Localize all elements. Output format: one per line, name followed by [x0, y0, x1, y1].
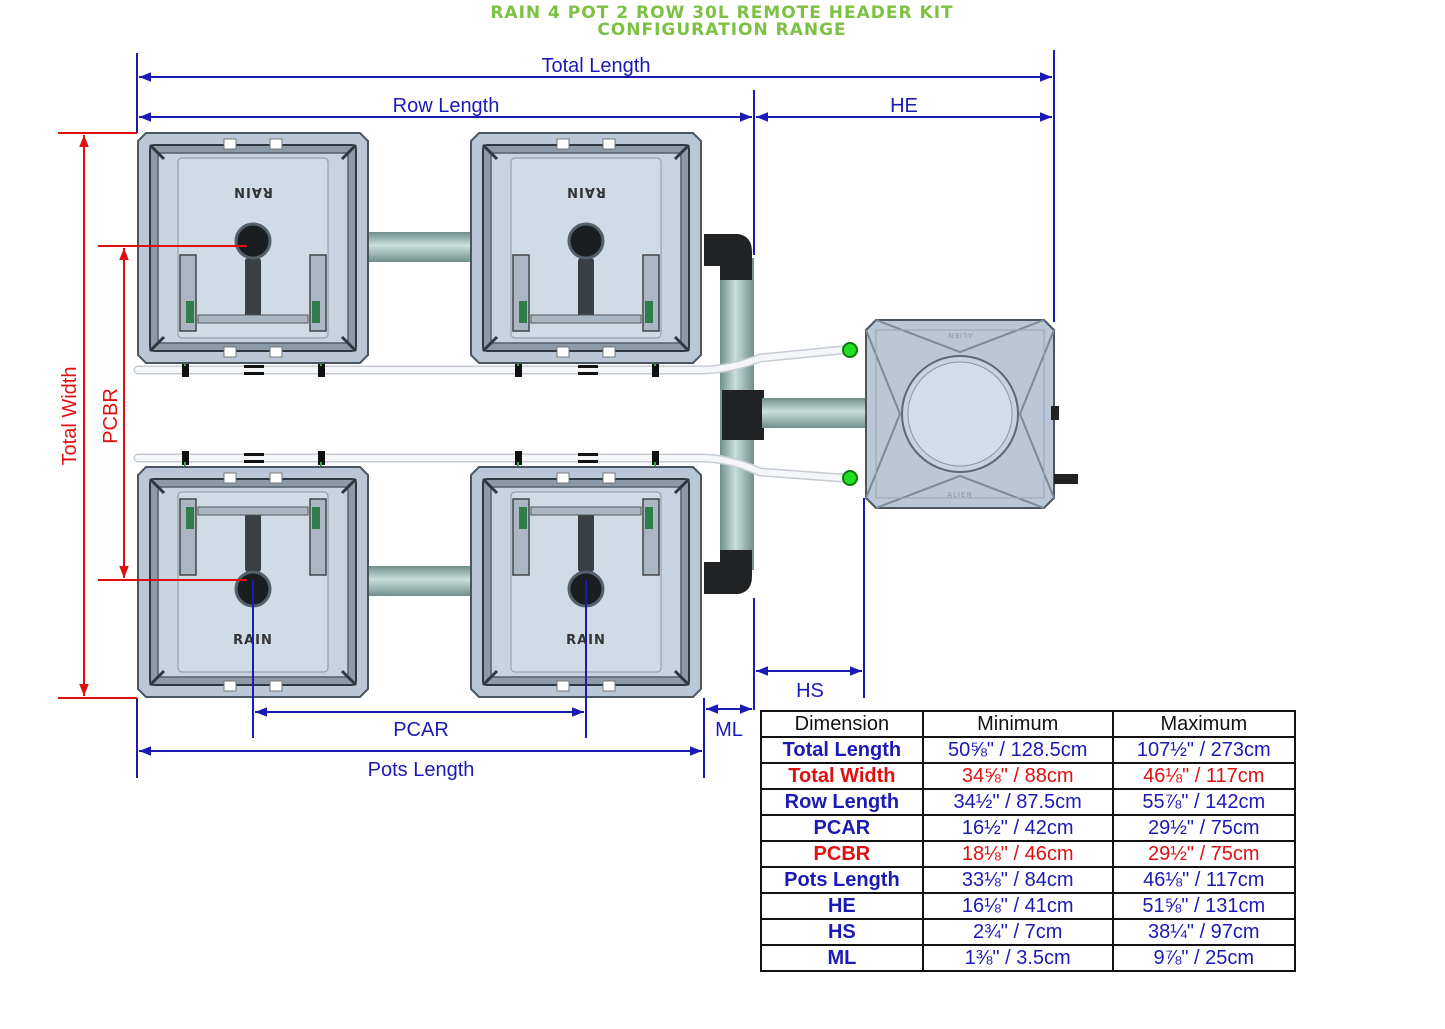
header-feed-pipe	[762, 398, 870, 428]
row-maximum: 55⅞" / 142cm	[1111, 788, 1297, 816]
tank-brand-alien: ALIEN	[947, 491, 972, 499]
valve-icon	[842, 470, 858, 486]
row-maximum: 29½" / 75cm	[1111, 840, 1297, 868]
row-minimum: 18⅛" / 46cm	[921, 840, 1114, 868]
header-tank	[842, 319, 1078, 509]
pot-brand-rain: RAIN	[233, 184, 273, 199]
table-row: HS 2¾" / 7cm 38¼" / 97cm	[760, 918, 1297, 946]
table-row: Total Length 50⅝" / 128.5cm 107½" / 273c…	[760, 736, 1297, 764]
row-dimension: HE	[760, 892, 924, 920]
label-pots-length: Pots Length	[368, 759, 475, 781]
row-minimum: 1⅜" / 3.5cm	[921, 944, 1114, 972]
label-row-length: Row Length	[393, 95, 500, 117]
elbow-bottom	[704, 550, 752, 594]
table-row: PCBR 18⅛" / 46cm 29½" / 75cm	[760, 840, 1297, 868]
row-maximum: 46⅛" / 117cm	[1111, 866, 1297, 894]
pot-brand-rain: RAIN	[566, 184, 606, 199]
row-maximum: 46⅛" / 117cm	[1111, 762, 1297, 790]
row-dimension: Row Length	[760, 788, 924, 816]
header-dimension: Dimension	[760, 710, 924, 738]
row-dimension: PCAR	[760, 814, 924, 842]
row-minimum: 2¾" / 7cm	[921, 918, 1114, 946]
valve-icon	[842, 342, 858, 358]
tee-fitting	[722, 390, 764, 440]
label-pcbr: PCBR	[100, 388, 122, 444]
row-minimum: 50⅝" / 128.5cm	[921, 736, 1114, 764]
label-ml: ML	[715, 719, 743, 741]
diagram-title-line2: CONFIGURATION RANGE	[597, 20, 846, 40]
header-minimum: Minimum	[921, 710, 1114, 738]
tube-bottom	[135, 455, 845, 481]
row-dimension: PCBR	[760, 840, 924, 868]
row-dimension: ML	[760, 944, 924, 972]
pot-top-left	[136, 131, 370, 365]
row-maximum: 51⅝" / 131cm	[1111, 892, 1297, 920]
table-header-row: Dimension Minimum Maximum	[760, 710, 1297, 738]
dimension-table: Dimension Minimum Maximum Total Length 5…	[760, 710, 1297, 972]
table-row: Row Length 34½" / 87.5cm 55⅞" / 142cm	[760, 788, 1297, 816]
row-maximum: 38¼" / 97cm	[1111, 918, 1297, 946]
tube-clips	[182, 363, 659, 465]
row-maximum: 9⅞" / 25cm	[1111, 944, 1297, 972]
label-total-width: Total Width	[59, 367, 81, 466]
red-extension-lines	[58, 132, 247, 699]
table-row: HE 16⅛" / 41cm 51⅝" / 131cm	[760, 892, 1297, 920]
label-pcar: PCAR	[393, 719, 449, 741]
label-total-length: Total Length	[542, 55, 651, 77]
row-maximum: 107½" / 273cm	[1111, 736, 1297, 764]
row-minimum: 33⅛" / 84cm	[921, 866, 1114, 894]
diagram-title-line1: RAIN 4 POT 2 ROW 30L REMOTE HEADER KIT	[490, 3, 953, 23]
row-minimum: 34½" / 87.5cm	[921, 788, 1114, 816]
pot-top-right	[469, 131, 703, 365]
tank-brand-alien: ALIEN	[947, 331, 972, 339]
table-row: ML 1⅜" / 3.5cm 9⅞" / 25cm	[760, 944, 1297, 972]
row-dimension: HS	[760, 918, 924, 946]
connector-pipe-top	[368, 232, 472, 262]
row-dimension: Pots Length	[760, 866, 924, 894]
row-minimum: 34⅝" / 88cm	[921, 762, 1114, 790]
row-minimum: 16⅛" / 41cm	[921, 892, 1114, 920]
table-row: Pots Length 33⅛" / 84cm 46⅛" / 117cm	[760, 866, 1297, 894]
label-he: HE	[890, 95, 918, 117]
tube-top	[135, 347, 845, 373]
dimension-extension-lines	[136, 50, 1055, 778]
row-dimension: Total Length	[760, 736, 924, 764]
row-dimension: Total Width	[760, 762, 924, 790]
table-row: Total Width 34⅝" / 88cm 46⅛" / 117cm	[760, 762, 1297, 790]
table-row: PCAR 16½" / 42cm 29½" / 75cm	[760, 814, 1297, 842]
header-maximum: Maximum	[1111, 710, 1297, 738]
row-minimum: 16½" / 42cm	[921, 814, 1114, 842]
connector-pipe-bottom	[368, 566, 472, 596]
label-hs: HS	[796, 680, 824, 702]
elbow-top	[704, 234, 752, 280]
row-maximum: 29½" / 75cm	[1111, 814, 1297, 842]
